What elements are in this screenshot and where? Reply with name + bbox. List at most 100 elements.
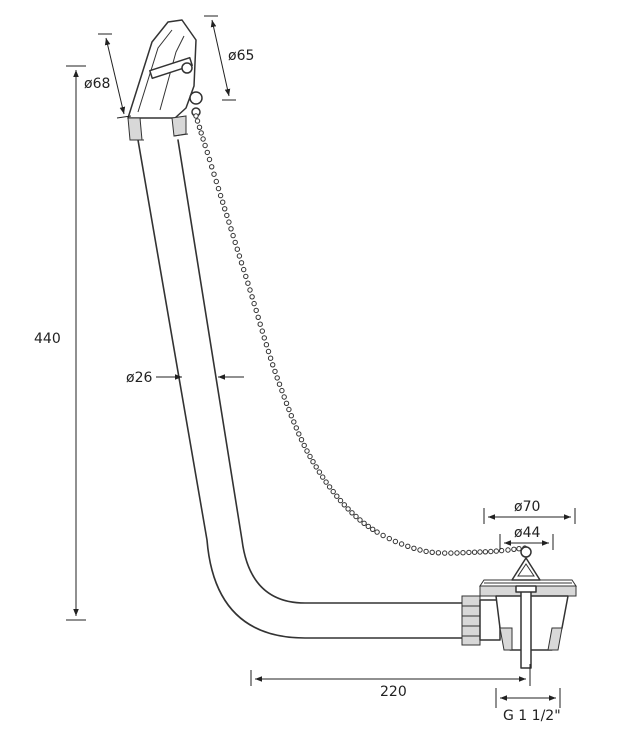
waste-outlet bbox=[461, 546, 577, 669]
chain-bead bbox=[234, 246, 241, 252]
chain-bead bbox=[477, 549, 483, 555]
chain-bead bbox=[272, 368, 278, 375]
dimension-plug: ø44 bbox=[499, 525, 554, 550]
chain-bead bbox=[316, 469, 323, 475]
overflow-outer-label: ø68 bbox=[84, 76, 110, 92]
chain-bead bbox=[345, 506, 351, 512]
chain-bead bbox=[435, 550, 442, 556]
chain-bead bbox=[274, 375, 280, 381]
chain-bead bbox=[296, 431, 302, 437]
chain-bead bbox=[261, 335, 267, 341]
chain-bead bbox=[442, 550, 448, 556]
chain-bead bbox=[253, 307, 259, 314]
chain-bead bbox=[323, 479, 329, 485]
chain-bead bbox=[370, 526, 376, 532]
chain-bead bbox=[357, 517, 363, 523]
chain-bead bbox=[405, 543, 411, 549]
chain-bead bbox=[230, 232, 236, 239]
chain-bead bbox=[222, 206, 228, 212]
chain-bead bbox=[417, 547, 423, 553]
pipe-diameter-label: ø26 bbox=[126, 370, 152, 386]
chain-bead bbox=[307, 453, 313, 460]
chain-bead bbox=[193, 113, 199, 119]
overflow-inner-label: ø65 bbox=[228, 48, 254, 64]
chain-bead bbox=[228, 226, 234, 232]
chain-bead bbox=[206, 156, 213, 163]
plug-chain bbox=[193, 113, 528, 556]
dimension-waste-outer: ø70 bbox=[483, 499, 576, 524]
chain-bead bbox=[249, 294, 255, 300]
chain-bead bbox=[398, 541, 405, 547]
chain-bead bbox=[257, 321, 263, 327]
chain-bead bbox=[220, 199, 226, 205]
chain-bead bbox=[217, 192, 224, 199]
dimension-pipe-diameter: ø26 bbox=[126, 370, 244, 386]
chain-bead bbox=[482, 549, 489, 555]
chain-bead bbox=[337, 497, 344, 504]
chain-bead bbox=[460, 550, 466, 556]
chain-bead bbox=[365, 523, 371, 530]
chain-bead bbox=[301, 442, 307, 449]
chain-bead bbox=[245, 280, 251, 286]
horizontal-length-label: 220 bbox=[380, 684, 407, 700]
chain-bead bbox=[310, 459, 316, 465]
chain-bead bbox=[288, 413, 294, 419]
chain-bead bbox=[448, 550, 454, 556]
dimension-total-height: 440 bbox=[34, 65, 86, 621]
chain-bead bbox=[247, 287, 253, 293]
dimension-horizontal-length: 220 bbox=[250, 664, 531, 700]
chain-bead bbox=[304, 448, 310, 454]
overflow-head bbox=[127, 19, 203, 141]
chain-bead bbox=[505, 547, 511, 553]
chain-bead bbox=[353, 513, 359, 520]
chain-bead bbox=[224, 212, 230, 219]
dimension-overflow-outer: ø68 bbox=[84, 33, 132, 119]
chain-bead bbox=[454, 550, 460, 556]
chain-bead bbox=[251, 300, 257, 307]
chain-bead bbox=[196, 124, 203, 131]
chain-bead bbox=[209, 164, 215, 170]
chain-bead bbox=[226, 219, 232, 225]
chain-bead bbox=[298, 437, 305, 443]
chain-bead bbox=[341, 502, 347, 508]
chain-bead bbox=[200, 136, 206, 142]
chain-bead bbox=[429, 549, 435, 555]
chain-bead bbox=[493, 548, 499, 554]
chain-bead bbox=[466, 549, 472, 556]
chain-bead bbox=[213, 178, 220, 185]
chain-bead bbox=[259, 328, 265, 334]
chain-bead bbox=[349, 510, 355, 516]
chain-bead bbox=[334, 493, 340, 499]
chain-bead bbox=[267, 355, 274, 361]
chain-bead bbox=[380, 532, 386, 539]
chain-bead bbox=[291, 419, 297, 425]
chain-bead bbox=[276, 381, 283, 387]
chain-bead bbox=[386, 535, 392, 542]
chain-bead bbox=[423, 548, 429, 555]
chain-bead bbox=[265, 348, 272, 355]
chain-bead bbox=[243, 273, 249, 280]
chain-bead bbox=[232, 239, 238, 246]
chain-bead bbox=[471, 549, 478, 555]
chain-bead bbox=[488, 548, 494, 555]
chain-bead bbox=[215, 185, 222, 192]
thread-size-label: G 1 1/2" bbox=[503, 708, 561, 724]
chain-bead bbox=[511, 546, 517, 552]
chain-bead bbox=[286, 406, 292, 413]
waste-outer-label: ø70 bbox=[514, 499, 540, 515]
overflow-pipe bbox=[137, 139, 501, 639]
chain-bead bbox=[279, 387, 285, 394]
chain-bead bbox=[211, 171, 217, 177]
plug-diameter-label: ø44 bbox=[514, 525, 540, 541]
chain-bead bbox=[263, 342, 270, 348]
chain-bead bbox=[194, 118, 201, 124]
chain-bead bbox=[204, 149, 211, 156]
chain-bead bbox=[270, 362, 276, 368]
chain-bead bbox=[241, 266, 247, 273]
chain-bead bbox=[236, 253, 243, 259]
dimension-overflow-inner: ø65 bbox=[204, 15, 254, 101]
chain-bead bbox=[202, 142, 208, 149]
chain-bead bbox=[411, 545, 417, 551]
chain-bead bbox=[326, 484, 333, 490]
